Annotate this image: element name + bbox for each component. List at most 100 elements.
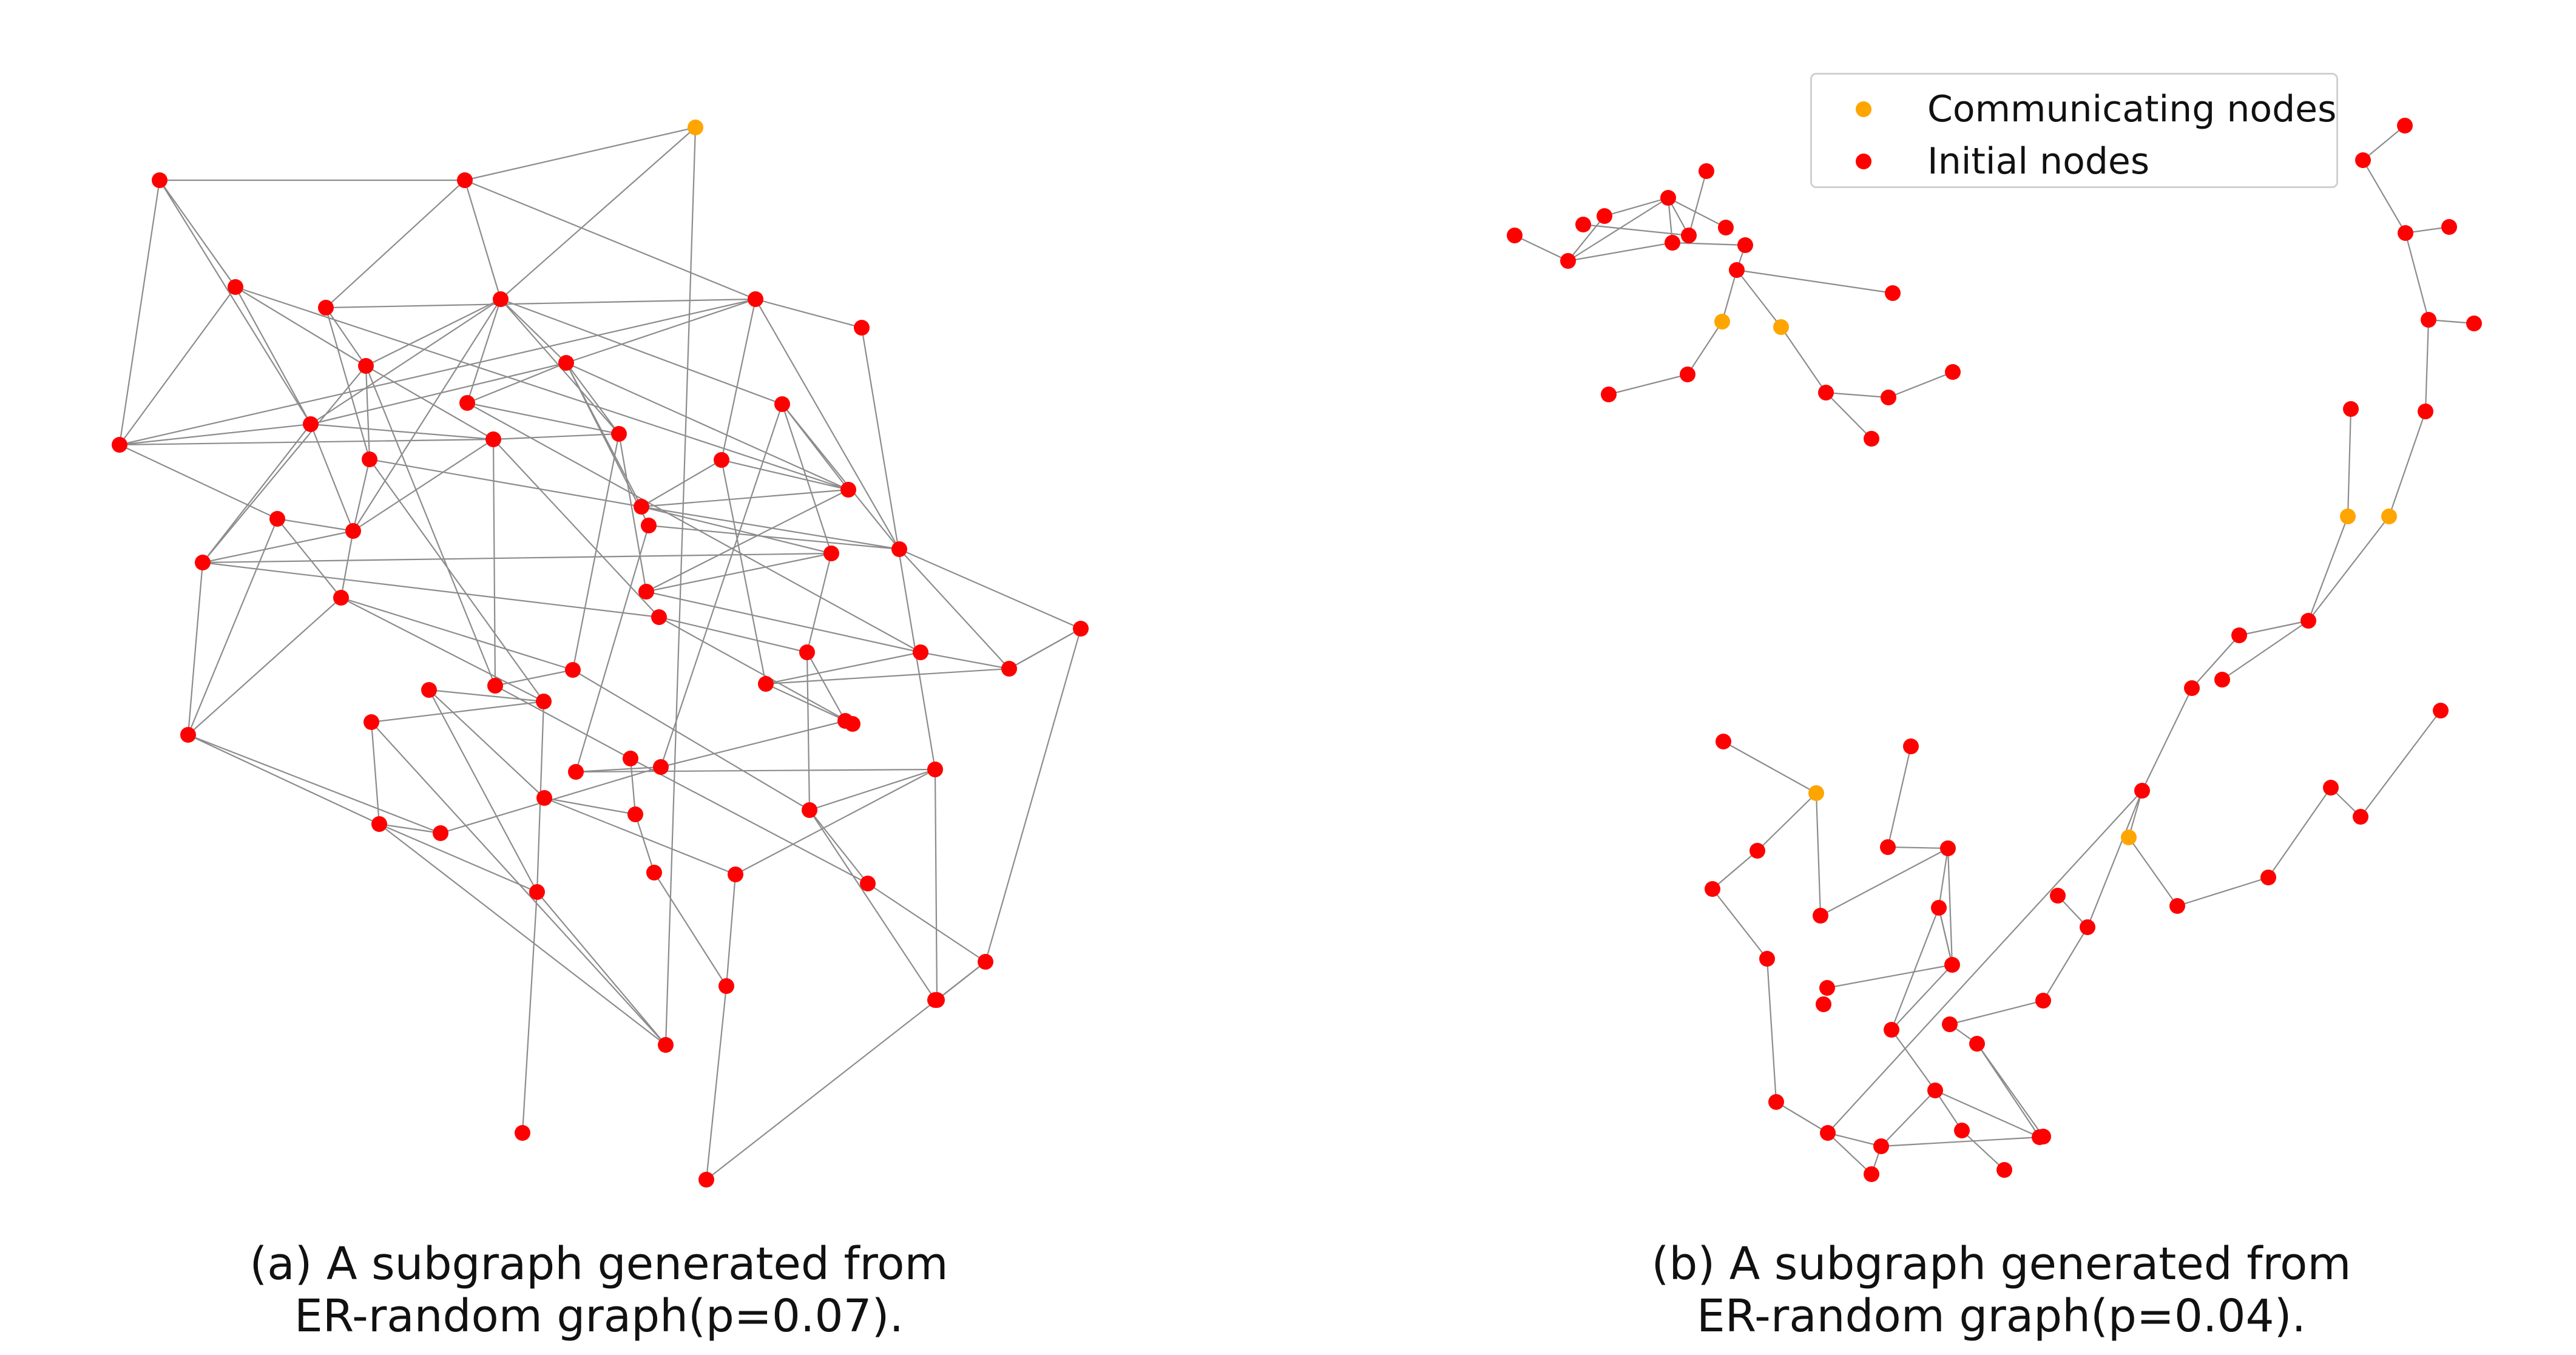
panel-a-edge (467, 402, 620, 435)
initial-node (1716, 734, 1731, 749)
initial-node (651, 609, 667, 625)
panel-a-edge (464, 179, 756, 300)
panel-a-edge (705, 985, 728, 1180)
initial-node (854, 320, 870, 336)
panel-b-edge (1949, 999, 2044, 1026)
initial-node (714, 452, 729, 468)
panel-b-edge (2307, 516, 2349, 621)
panel-a-edge (809, 809, 936, 1001)
panel-b-edge (1567, 242, 1673, 262)
panel-a-edge (310, 362, 567, 425)
initial-node (658, 1037, 674, 1053)
panel-b-edge (2362, 160, 2406, 234)
caption-panel-a: (a) A subgraph generated from ER-random … (53, 1238, 1145, 1342)
panel-a-edge (365, 365, 496, 686)
panel-a-edge (755, 298, 862, 329)
panel-a-edge (629, 758, 637, 815)
initial-node (1680, 367, 1695, 382)
initial-node (1880, 839, 1896, 855)
panel-a-edge (369, 459, 544, 702)
panel-b-edge (2142, 688, 2192, 791)
panel-b-edge (1815, 792, 1822, 916)
panel-b-edge (1820, 848, 1949, 916)
panel-b-edge (2362, 125, 2405, 161)
panel-a-edge (765, 683, 853, 725)
panel-a-edge (720, 299, 757, 461)
panel-a-edge (658, 617, 853, 725)
panel-b-edge (2424, 319, 2430, 412)
initial-node (1864, 431, 1879, 447)
communicating-node (2340, 509, 2356, 524)
panel-b-edge (1757, 792, 1817, 851)
panel-a-edge (782, 404, 900, 550)
panel-a-edge (500, 127, 696, 300)
panel-a-edge (370, 721, 380, 825)
panel-a-edge (721, 459, 849, 491)
initial-node (2035, 1129, 2051, 1144)
panel-a-edge (371, 721, 666, 1046)
panel-b-edge (1721, 269, 1738, 322)
initial-node (1944, 957, 1960, 973)
panel-a-edge (467, 362, 567, 404)
panel-a-edge (340, 597, 544, 702)
communicating-node (2381, 509, 2397, 524)
initial-node (2169, 898, 2185, 914)
initial-node (2343, 401, 2359, 417)
initial-node (728, 867, 743, 882)
panel-b-edge (2308, 516, 2390, 621)
panel-a-edge (492, 439, 496, 686)
panel-a-edge (235, 286, 311, 425)
initial-node (558, 355, 574, 371)
panel-a-edge (202, 561, 660, 618)
initial-node (152, 172, 167, 188)
initial-node (1881, 390, 1896, 405)
panel-a-edge (765, 667, 1010, 685)
panel-a-edge (809, 809, 868, 884)
initial-node (358, 358, 374, 374)
initial-node (459, 395, 475, 411)
panel-b-edge (1891, 964, 1953, 1030)
initial-node (1729, 262, 1745, 278)
initial-node (318, 300, 334, 316)
caption-panel-b: (b) A subgraph generated from ER-random … (1455, 1238, 2547, 1342)
initial-node (1940, 840, 1956, 856)
panel-a-edge (464, 126, 696, 181)
panel-a-edge (641, 505, 900, 550)
initial-node (1942, 1016, 1958, 1032)
communicating-node (688, 120, 703, 135)
panel-a-edge (566, 362, 620, 434)
panel-a-edge (664, 127, 697, 1046)
panel-a-edge (641, 459, 722, 507)
legend-label-initial: Initial nodes (1927, 140, 2150, 183)
panel-b-edge (2086, 790, 2143, 928)
panel-a-edge (187, 518, 279, 735)
panel-a-edge (202, 530, 354, 564)
panel-b-edge (1688, 171, 1708, 236)
panel-a-edge (544, 797, 636, 816)
panel-a-edge (277, 518, 354, 532)
initial-node (1560, 253, 1576, 269)
initial-node (565, 662, 581, 678)
panel-a-edge (325, 307, 367, 367)
panel-b-edge (1887, 746, 1912, 848)
panel-a-edge (340, 596, 573, 671)
initial-node (891, 541, 907, 557)
panel-a-edge (159, 180, 236, 288)
panel-a-edge (119, 444, 278, 519)
panel-b-edge (1961, 1130, 2005, 1171)
panel-b-edge (1723, 741, 1817, 794)
panel-a-edge (159, 180, 311, 425)
panel-a-edge (755, 299, 900, 550)
initial-node (2050, 888, 2066, 904)
initial-node (1816, 996, 1831, 1012)
panel-b-edge (1608, 373, 1688, 396)
panel-a-edge (188, 734, 441, 834)
panel-b-edge (2347, 408, 2352, 517)
communicating-node (1808, 785, 1824, 801)
panel-a-edge (646, 552, 832, 593)
panel-a-edge (646, 590, 921, 654)
panel-b-edge (1827, 790, 2143, 1134)
panel-a-edge (365, 365, 494, 440)
initial-node (2466, 316, 2482, 331)
initial-node (371, 816, 387, 832)
